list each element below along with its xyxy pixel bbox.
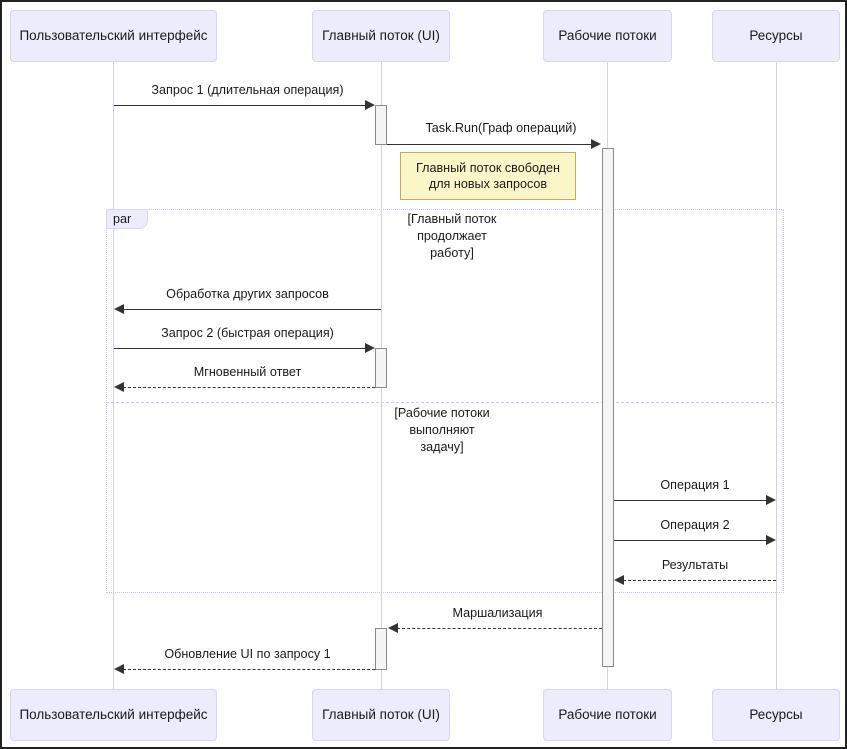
message-line-m4 (114, 348, 373, 349)
message-arrowhead-m1 (365, 100, 375, 110)
par-fragment-operator-label: par (113, 212, 132, 226)
message-arrowhead-m9 (388, 623, 398, 633)
participant-footer-main-label: Главный поток (UI) (322, 707, 440, 723)
note-main-thread-free: Главный поток свободен для новых запросо… (400, 152, 576, 200)
par-condition-1-line-2: продолжает (417, 229, 487, 243)
activation-main-3 (375, 628, 387, 670)
par-fragment-operator: par (106, 209, 148, 229)
message-label-m10: Обновление UI по запросу 1 (164, 647, 331, 661)
lifeline-ui (113, 62, 114, 689)
par-condition-2-line-1: [Рабочие потоки (394, 406, 490, 420)
message-label-m2: Task.Run(Граф операций) (425, 121, 577, 135)
par-fragment-condition-2: [Рабочие потоки выполняют задачу] (372, 405, 512, 456)
lifeline-resources (776, 62, 777, 689)
note-line-2: для новых запросов (428, 177, 548, 191)
message-arrowhead-m6 (766, 495, 776, 505)
message-arrowhead-m7 (766, 535, 776, 545)
message-line-m1 (114, 105, 373, 106)
message-arrowhead-m8 (614, 575, 624, 585)
participant-header-resources-label: Ресурсы (749, 28, 803, 44)
participant-footer-ui-label: Пользовательский интерфейс (19, 707, 208, 723)
message-line-m6 (614, 500, 766, 501)
message-line-m10 (123, 669, 375, 670)
participant-footer-workers[interactable]: Рабочие потоки (543, 689, 672, 741)
par-fragment (106, 209, 784, 593)
participant-footer-resources[interactable]: Ресурсы (712, 689, 840, 741)
message-line-m3 (123, 309, 381, 310)
par-condition-1-line-1: [Главный поток (407, 212, 497, 226)
participant-footer-workers-label: Рабочие потоки (558, 707, 657, 723)
message-line-m5 (123, 387, 375, 388)
message-label-m1: Запрос 1 (длительная операция) (151, 83, 344, 97)
participant-footer-ui[interactable]: Пользовательский интерфейс (10, 689, 217, 741)
message-arrowhead-m4 (365, 343, 375, 353)
activation-workers-1 (602, 148, 614, 667)
message-arrowhead-m10 (114, 664, 124, 674)
participant-footer-main[interactable]: Главный поток (UI) (312, 689, 450, 741)
par-condition-1-line-3: работу] (430, 246, 474, 260)
message-line-m8 (623, 580, 776, 581)
par-fragment-condition-1: [Главный поток продолжает работу] (382, 211, 522, 262)
par-condition-2-line-3: задачу] (420, 440, 464, 454)
message-label-m5: Мгновенный ответ (193, 365, 302, 379)
par-fragment-divider (106, 402, 784, 403)
participant-header-ui[interactable]: Пользовательский интерфейс (10, 10, 217, 62)
par-condition-2-line-2: выполняют (409, 423, 475, 437)
participant-footer-resources-label: Ресурсы (749, 707, 803, 723)
message-label-m7: Операция 2 (660, 518, 730, 532)
participant-header-ui-label: Пользовательский интерфейс (19, 28, 208, 44)
message-line-m2 (387, 144, 592, 145)
message-label-m3: Обработка других запросов (166, 287, 329, 301)
participant-header-main-label: Главный поток (UI) (322, 28, 440, 44)
message-label-m6: Операция 1 (660, 478, 730, 492)
activation-main-1 (375, 105, 387, 145)
participant-header-resources[interactable]: Ресурсы (712, 10, 840, 62)
participant-header-main[interactable]: Главный поток (UI) (312, 10, 450, 62)
message-label-m9: Маршализация (452, 606, 543, 620)
message-arrowhead-m3 (114, 304, 124, 314)
message-label-m8: Результаты (661, 558, 729, 572)
activation-main-2 (375, 348, 387, 388)
note-line-1: Главный поток свободен (416, 160, 560, 175)
message-line-m7 (614, 540, 766, 541)
message-arrowhead-m2 (591, 139, 601, 149)
message-label-m4: Запрос 2 (быстрая операция) (161, 326, 334, 340)
message-arrowhead-m5 (114, 382, 124, 392)
participant-header-workers[interactable]: Рабочие потоки (543, 10, 672, 62)
participant-header-workers-label: Рабочие потоки (558, 28, 657, 44)
message-line-m9 (397, 628, 602, 629)
